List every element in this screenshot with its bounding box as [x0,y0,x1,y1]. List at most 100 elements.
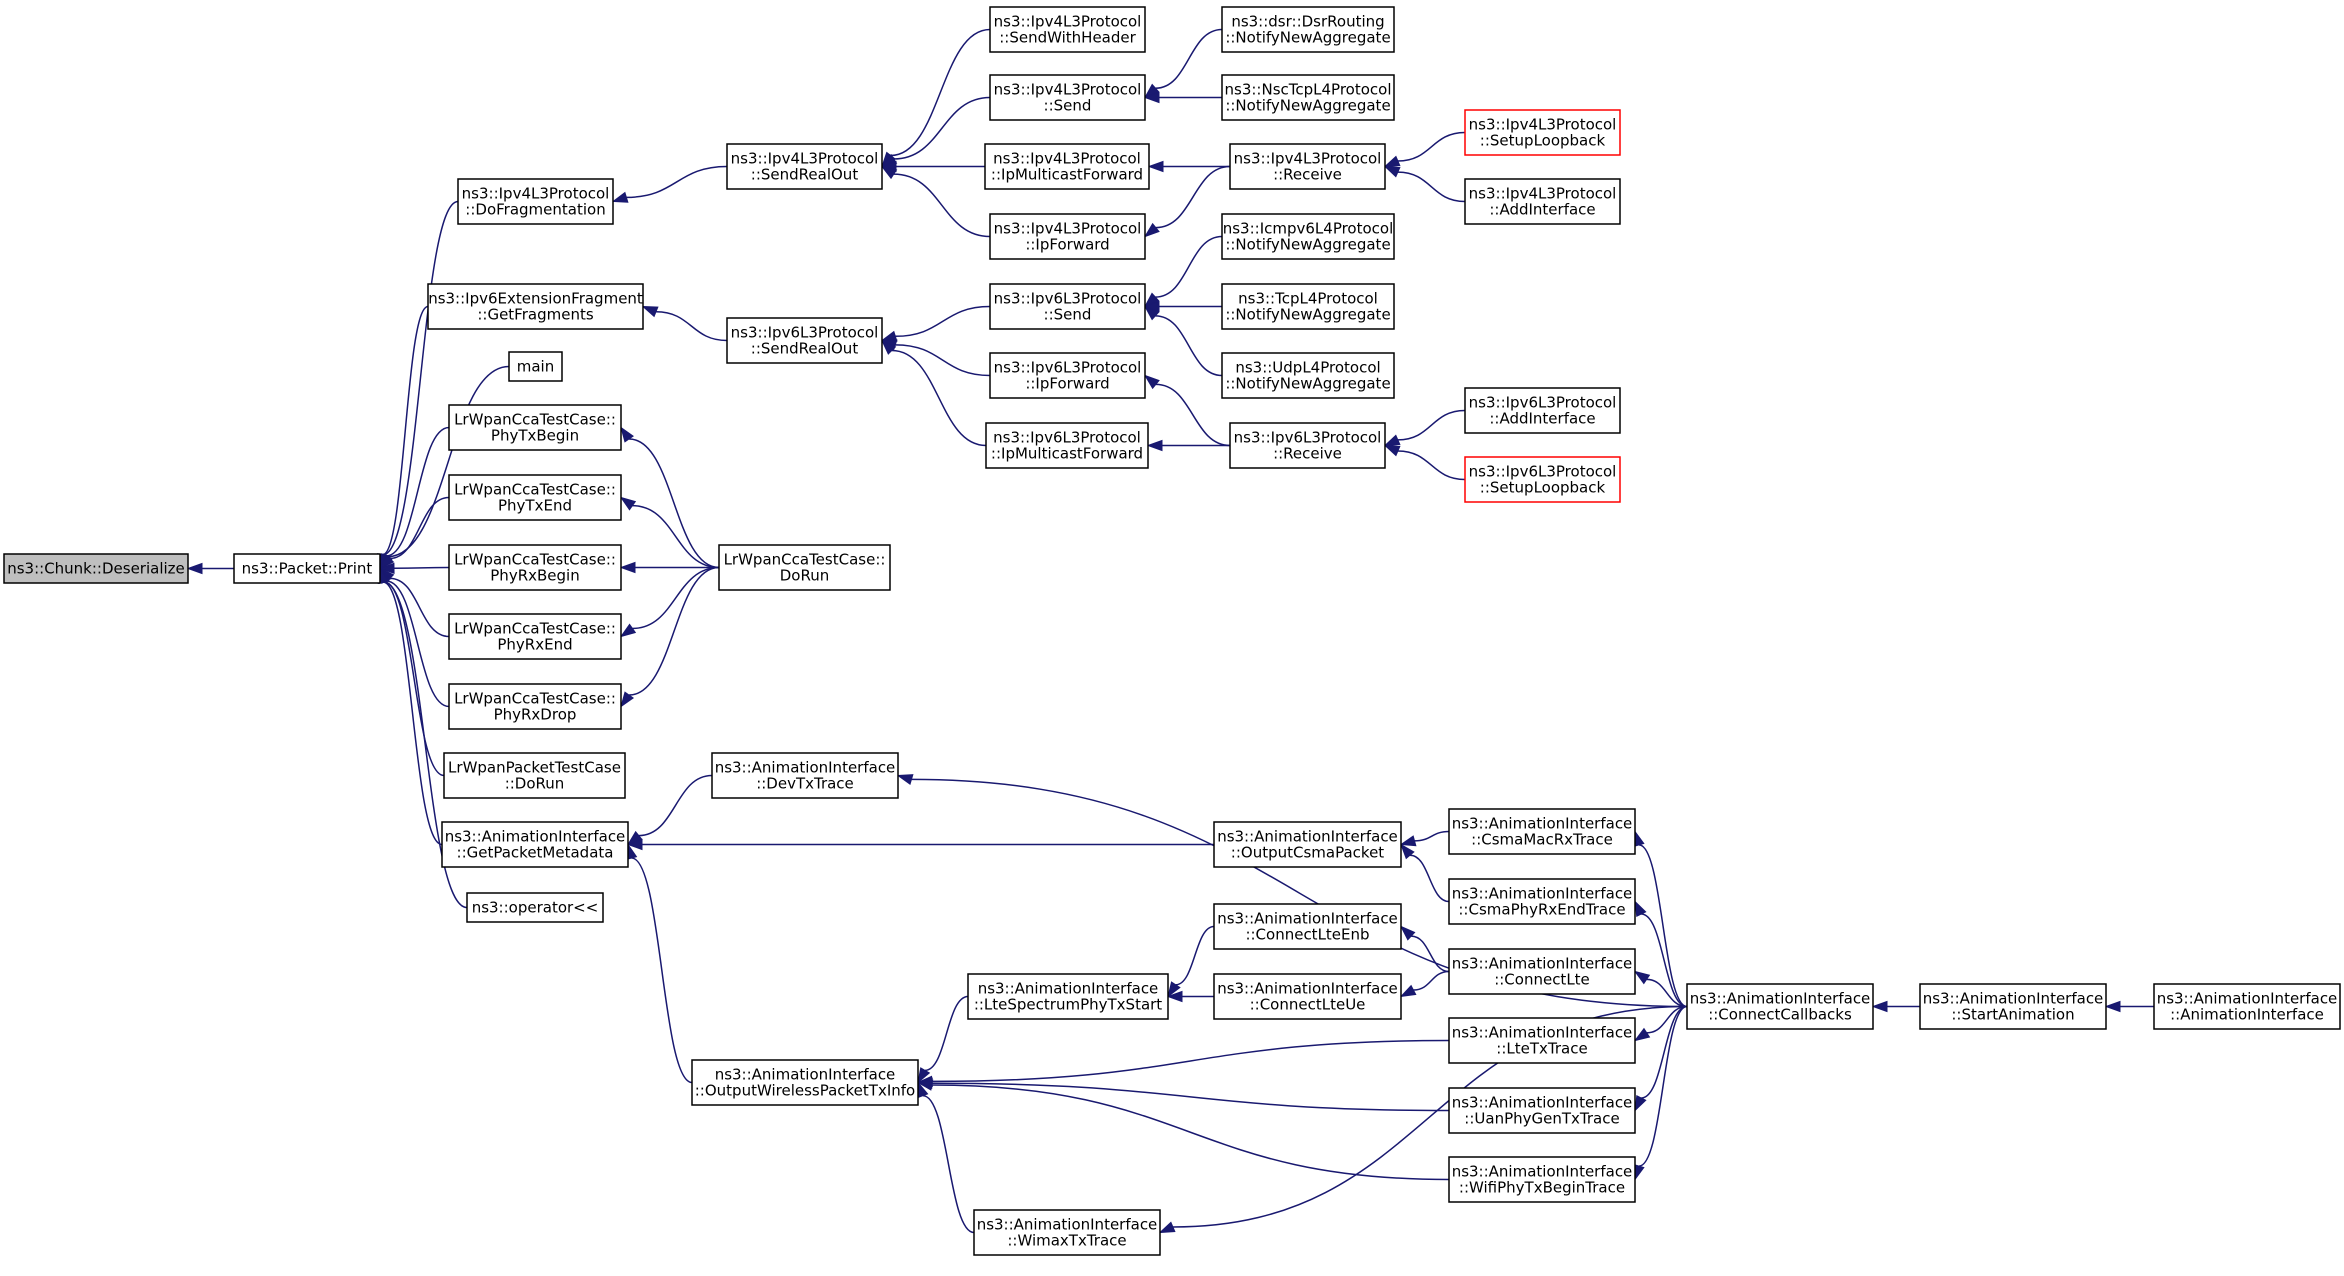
node-aiwifiphytxbegin[interactable]: ns3::AnimationInterface::WifiPhyTxBeginT… [1448,1156,1636,1203]
node-aicsmaphyrxend[interactable]: ns3::AnimationInterface::CsmaPhyRxEndTra… [1448,878,1636,925]
node-ipv6ipmcastfwd[interactable]: ns3::Ipv6L3Protocol::IpMulticastForward [985,422,1149,469]
node-box[interactable] [989,74,1146,121]
node-box[interactable] [1221,352,1395,399]
node-box[interactable] [448,404,622,451]
node-ipv4send[interactable]: ns3::Ipv4L3Protocol::Send [989,74,1146,121]
node-aiconnectlteue[interactable]: ns3::AnimationInterface::ConnectLteUe [1213,973,1402,1020]
node-box[interactable] [1448,878,1636,925]
node-aidevtxtrace[interactable]: ns3::AnimationInterface::DevTxTrace [711,752,899,799]
node-ipv4ipmcastfwd[interactable]: ns3::Ipv4L3Protocol::IpMulticastForward [984,143,1150,190]
node-box[interactable] [1919,983,2107,1030]
node-ipv4receive[interactable]: ns3::Ipv4L3Protocol::Receive [1229,143,1386,190]
node-deserialize[interactable]: ns3::Chunk::Deserialize [3,553,189,584]
node-box[interactable] [1221,283,1395,330]
node-box[interactable] [1686,983,1874,1030]
node-tcpnotify[interactable]: ns3::TcpL4Protocol::NotifyNewAggregate [1221,283,1395,330]
node-box[interactable] [691,1059,919,1106]
node-box[interactable] [985,422,1149,469]
node-box[interactable] [984,143,1150,190]
node-lrphytxend[interactable]: LrWpanCcaTestCase::PhyTxEnd [448,474,622,521]
node-box[interactable] [443,752,626,799]
node-ipv4dofrag[interactable]: ns3::Ipv4L3Protocol::DoFragmentation [457,178,614,225]
node-box[interactable] [1213,821,1402,868]
node-box[interactable] [726,317,883,364]
node-ailtetxtrace[interactable]: ns3::AnimationInterface::LteTxTrace [1448,1017,1636,1064]
node-operatorout[interactable]: ns3::operator<< [466,892,604,923]
node-ipv4addiface[interactable]: ns3::Ipv4L3Protocol::AddInterface [1464,178,1621,225]
node-aiconnectcallbacks[interactable]: ns3::AnimationInterface::ConnectCallback… [1686,983,1874,1030]
node-box[interactable] [989,213,1146,260]
node-box[interactable] [1221,74,1395,121]
node-aistartanimation[interactable]: ns3::AnimationInterface::StartAnimation [1919,983,2107,1030]
node-box[interactable] [1213,903,1402,950]
node-box[interactable] [726,143,883,190]
node-box[interactable] [1448,808,1636,855]
node-box[interactable] [1448,1156,1636,1203]
node-ailtespecphytxstart[interactable]: ns3::AnimationInterface::LteSpectrumPhyT… [967,973,1169,1020]
node-box[interactable] [1229,422,1386,469]
node-box[interactable] [1448,1087,1636,1134]
node-box[interactable] [1221,6,1395,53]
node-box[interactable] [1229,143,1386,190]
node-box[interactable] [466,892,604,923]
node-ipv4sendrealout[interactable]: ns3::Ipv4L3Protocol::SendRealOut [726,143,883,190]
node-aiuanphygentx[interactable]: ns3::AnimationInterface::UanPhyGenTxTrac… [1448,1087,1636,1134]
node-udpnotify[interactable]: ns3::UdpL4Protocol::NotifyNewAggregate [1221,352,1395,399]
node-box[interactable] [441,821,629,868]
node-box[interactable] [233,553,381,584]
node-ipv6addiface[interactable]: ns3::Ipv6L3Protocol::AddInterface [1464,387,1621,434]
node-icmpv6notify[interactable]: ns3::Icmpv6L4Protocol::NotifyNewAggregat… [1221,213,1395,260]
node-box[interactable] [3,553,189,584]
node-ipv6receive[interactable]: ns3::Ipv6L3Protocol::Receive [1229,422,1386,469]
node-box[interactable] [973,1209,1161,1256]
node-box[interactable] [508,351,563,382]
node-box[interactable] [1221,213,1395,260]
node-ipv6send[interactable]: ns3::Ipv6L3Protocol::Send [989,283,1146,330]
node-box[interactable] [1464,387,1621,434]
node-box[interactable] [1448,1017,1636,1064]
node-ipv6setuploopback[interactable]: ns3::Ipv6L3Protocol::SetupLoopback [1464,456,1621,503]
node-box[interactable] [989,283,1146,330]
node-print[interactable]: ns3::Packet::Print [233,553,381,584]
node-box[interactable] [989,352,1146,399]
node-box[interactable] [1464,109,1621,156]
node-aioutcsmapkt[interactable]: ns3::AnimationInterface::OutputCsmaPacke… [1213,821,1402,868]
node-box[interactable] [448,683,622,730]
node-lrphytxbegin[interactable]: LrWpanCcaTestCase::PhyTxBegin [448,404,622,451]
node-box[interactable] [448,613,622,660]
node-aioutwifitxinfo[interactable]: ns3::AnimationInterface::OutputWirelessP… [691,1059,919,1106]
node-box[interactable] [1448,948,1636,995]
node-box[interactable] [718,544,891,591]
node-box[interactable] [457,178,614,225]
node-box[interactable] [1464,178,1621,225]
node-nscnotify[interactable]: ns3::NscTcpL4Protocol::NotifyNewAggregat… [1221,74,1395,121]
node-ipv4ipfwd[interactable]: ns3::Ipv4L3Protocol::IpForward [989,213,1146,260]
node-box[interactable] [448,544,622,591]
node-ipv4setuploopback[interactable]: ns3::Ipv4L3Protocol::SetupLoopback [1464,109,1621,156]
node-main[interactable]: main [508,351,563,382]
node-aigetpktmeta[interactable]: ns3::AnimationInterface::GetPacketMetada… [441,821,629,868]
node-dsrnotify[interactable]: ns3::dsr::DsrRouting::NotifyNewAggregate [1221,6,1395,53]
node-box[interactable] [2153,983,2341,1030]
node-aiconnectlteenb[interactable]: ns3::AnimationInterface::ConnectLteEnb [1213,903,1402,950]
node-aiconnectlte[interactable]: ns3::AnimationInterface::ConnectLte [1448,948,1636,995]
node-ipv4sendwithheader[interactable]: ns3::Ipv4L3Protocol::SendWithHeader [989,6,1146,53]
node-ipv6ipfwd[interactable]: ns3::Ipv6L3Protocol::IpForward [989,352,1146,399]
node-box[interactable] [427,283,644,330]
node-box[interactable] [711,752,899,799]
node-lrphyrxbegin[interactable]: LrWpanCcaTestCase::PhyRxBegin [448,544,622,591]
node-box[interactable] [1464,456,1621,503]
node-box[interactable] [989,6,1146,53]
node-box[interactable] [967,973,1169,1020]
node-lrphyrxdrop[interactable]: LrWpanCcaTestCase::PhyRxDrop [448,683,622,730]
node-box[interactable] [1213,973,1402,1020]
node-lrccadorun[interactable]: LrWpanCcaTestCase::DoRun [718,544,891,591]
node-lrpacketdorun[interactable]: LrWpanPacketTestCase::DoRun [443,752,626,799]
node-aictor[interactable]: ns3::AnimationInterface::AnimationInterf… [2153,983,2341,1030]
node-ipv6sendrealout[interactable]: ns3::Ipv6L3Protocol::SendRealOut [726,317,883,364]
node-lrphyrxend[interactable]: LrWpanCcaTestCase::PhyRxEnd [448,613,622,660]
node-ipv6extgetfrag[interactable]: ns3::Ipv6ExtensionFragment::GetFragments [427,283,644,330]
node-box[interactable] [448,474,622,521]
node-aicsmamacrx[interactable]: ns3::AnimationInterface::CsmaMacRxTrace [1448,808,1636,855]
node-aiwimaxtxtrace[interactable]: ns3::AnimationInterface::WimaxTxTrace [973,1209,1161,1256]
